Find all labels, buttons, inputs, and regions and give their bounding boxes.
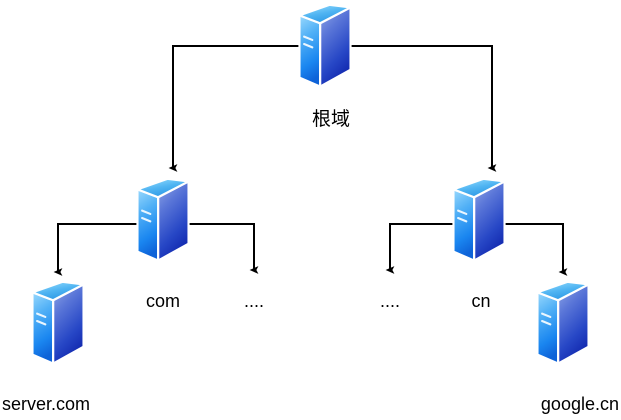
node-label-google-cn: google.cn	[540, 394, 619, 414]
connector-com-to-server-com	[53, 223, 163, 276]
node-label-server-com: server.com	[2, 394, 91, 414]
connector-cn-to-other	[385, 223, 481, 274]
server-icon-com	[136, 177, 190, 262]
node-label-com: com	[145, 291, 181, 311]
ellipsis-label-cn-other: ....	[379, 291, 401, 311]
server-icon-google-cn	[536, 280, 590, 365]
connector-cn-to-google-cn	[481, 223, 568, 276]
connector-root-to-com	[168, 45, 325, 172]
server-icons-group	[31, 3, 590, 365]
server-icon-cn	[452, 177, 506, 262]
connector-root-to-cn	[325, 45, 497, 172]
connector-com-to-other	[163, 223, 259, 274]
edges-group	[53, 45, 568, 276]
node-label-cn: cn	[471, 291, 491, 311]
node-label-root: 根域	[311, 108, 351, 130]
server-icon-server-com	[31, 280, 85, 365]
server-icon-root	[298, 3, 352, 88]
ellipsis-label-com-other: ....	[243, 291, 265, 311]
